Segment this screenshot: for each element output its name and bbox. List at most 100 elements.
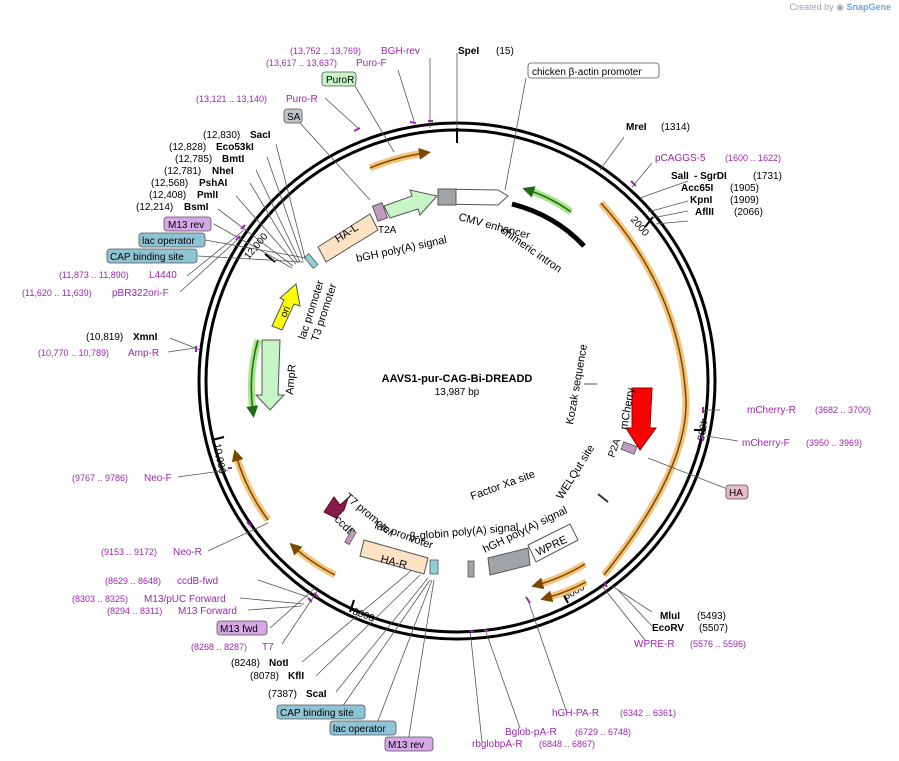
- enzyme-NotI: NotI: [269, 658, 289, 669]
- enzyme-ScaI: ScaI: [306, 689, 327, 700]
- enzyme-PmlI-pos: (12,408): [149, 190, 186, 201]
- primer-name: T7: [262, 642, 274, 653]
- label-ampr: AmpR: [284, 364, 299, 396]
- primer-name: pBR322ori-F: [112, 288, 169, 299]
- t2a-block: [371, 202, 389, 222]
- primer-name: M13 Forward: [178, 606, 237, 617]
- enzyme-MreI-pos: (1314): [661, 122, 690, 133]
- primer-name: mCherry-F: [742, 438, 790, 449]
- sa-tag: SA: [287, 112, 301, 123]
- leader-lines: [167, 53, 739, 743]
- lac-operator-bottom: [344, 529, 357, 546]
- enzyme-BsmI-pos: (12,214): [136, 202, 173, 213]
- primer-labels: (13,752 .. 13,769) BGH-rev (13,617 .. 13…: [22, 46, 871, 750]
- orange-arc-bottomleft: [291, 544, 337, 579]
- enzyme-AflII-pos: (2066): [734, 207, 763, 218]
- plasmid-length: 13,987 bp: [435, 387, 480, 398]
- enzyme-AflII: AflII: [695, 207, 714, 218]
- enzyme-Acc65I: Acc65I: [681, 183, 713, 194]
- primer-range: (13,752 .. 13,769): [290, 46, 361, 56]
- primer-name: rbglobpA-R: [472, 739, 523, 750]
- snapgene-watermark: Created by ◉ SnapGene: [790, 2, 891, 13]
- primer-name: L4440: [149, 270, 177, 281]
- label-p2a: P2A: [606, 437, 623, 459]
- label-bgh-polya: bGH poly(A) signal: [355, 234, 448, 265]
- primer-name: Neo-F: [144, 473, 172, 484]
- enzyme-NheI-pos: (12,781): [164, 166, 201, 177]
- hgh-polya-gray: [487, 547, 531, 576]
- enzyme-XmnI: XmnI: [133, 332, 158, 343]
- primer-name: Puro-F: [356, 58, 387, 69]
- primer-range: (6729 .. 6748): [575, 727, 631, 737]
- ha-l-block: [317, 213, 379, 263]
- primer-range: (9767 .. 9786): [72, 473, 128, 483]
- watermark-brand: SnapGene: [846, 2, 891, 12]
- primer-range: (11,873 .. 11,890): [59, 270, 129, 280]
- ha-tag: HA: [729, 488, 743, 499]
- primer-name: pCAGGS-5: [655, 153, 706, 164]
- primer-name: ccdB-fwd: [177, 576, 218, 587]
- cap-binding-tag-bottom: CAP binding site: [280, 708, 354, 719]
- enzyme-EcoRV-pos: (5507): [699, 623, 728, 634]
- primer-range: (3682 .. 3700): [815, 405, 871, 415]
- enzyme-SacI: SacI: [250, 130, 271, 141]
- ha-r-block: [359, 539, 429, 575]
- primer-range: (8629 .. 8648): [105, 576, 161, 586]
- enzyme-SpeI-pos: (15): [496, 46, 514, 57]
- primer-markers: [195, 120, 704, 633]
- watermark-prefix: Created by: [789, 2, 834, 12]
- enzyme-KpnI-pos: (1909): [730, 195, 759, 206]
- enzyme-EcoRV: EcoRV: [652, 623, 684, 634]
- label-chimeric-intron: chimeric intron: [498, 225, 563, 276]
- enzyme-NheI: NheI: [212, 166, 234, 177]
- primer-name: M13/pUC Forward: [144, 594, 226, 605]
- primer-range: (10,770 .. 10,789): [38, 348, 109, 358]
- enzyme-ScaI-pos: (7387): [268, 689, 297, 700]
- ampr-arrow: [254, 339, 286, 411]
- plasmid-name: AAVS1-pur-CAG-Bi-DREADD: [382, 373, 533, 385]
- primer-name: BGH-rev: [381, 46, 420, 57]
- enzyme-BsmI: BsmI: [184, 202, 209, 213]
- lac-operator-tag-top: lac operator: [142, 236, 195, 247]
- puror-arrow: [383, 189, 438, 219]
- label-ori: ori: [279, 305, 293, 319]
- primer-name: mCherry-R: [747, 405, 796, 416]
- primer-name: Bglob-pA-R: [505, 727, 557, 738]
- tick-label-4000: 4000: [694, 418, 709, 442]
- enzyme-SalI-pos: (1731): [753, 171, 782, 182]
- beta-globin-gray: [467, 560, 475, 578]
- m13-rev-tag-top: M13 rev: [168, 220, 204, 231]
- chimeric-intron-bar: [511, 201, 586, 248]
- tick-label-10000: 10,000: [211, 443, 227, 475]
- label-factor-xa: Factor Xa site: [469, 468, 537, 502]
- primer-range: (9153 .. 9172): [101, 547, 157, 557]
- orange-arc-bottomright-1: [536, 561, 587, 589]
- primer-range: (8294 .. 8311): [107, 606, 162, 616]
- primer-range: (6342 .. 6361): [620, 708, 676, 718]
- enzyme-KpnI: KpnI: [690, 195, 712, 206]
- primer-range: (8303 .. 8325): [72, 594, 128, 604]
- primer-name: hGH-PA-R: [552, 708, 599, 719]
- enzyme-Acc65I-pos: (1905): [730, 183, 759, 194]
- enzyme-BmtI: BmtI: [222, 154, 244, 165]
- chicken-actin-tag: chicken β-actin promoter: [532, 67, 642, 78]
- p2a-block: [620, 441, 638, 455]
- snapgene-logo-icon: ◉: [836, 2, 844, 12]
- enzyme-KflI: KflI: [288, 671, 304, 682]
- primer-name: WPRE-R: [634, 639, 675, 650]
- m13-rev-tag-bottom: M13 rev: [388, 740, 424, 751]
- enzyme-MluI-pos: (5493): [697, 611, 726, 622]
- primer-name: Puro-R: [286, 94, 318, 105]
- chicken-actin-gray-block: [437, 188, 457, 206]
- lac-operator-mini: [303, 253, 319, 269]
- enzyme-KflI-pos: (8078): [250, 671, 279, 682]
- boxed-labels: PuroR SA chicken β-actin promoter M13 re…: [106, 62, 749, 752]
- primer-range: (3950 .. 3969): [806, 438, 862, 448]
- label-t2a: T2A: [378, 225, 397, 236]
- enzyme-SacI-pos: (12,830): [203, 130, 240, 141]
- primer-range: (8268 .. 8287): [191, 642, 247, 652]
- enzyme-NotI-pos: (8248): [231, 658, 260, 669]
- enzyme-SpeI: SpeI: [458, 46, 479, 57]
- outer-feature-arcs: [231, 147, 690, 603]
- primer-range: (6848 .. 6867): [539, 739, 595, 749]
